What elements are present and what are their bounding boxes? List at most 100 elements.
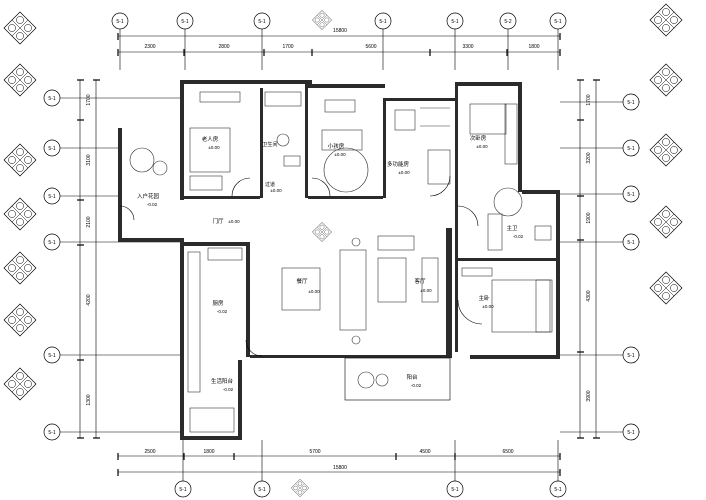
axis-bottom-1: 5-1 (174, 480, 192, 498)
dim-left-2: 3100 (86, 154, 92, 165)
room-corridor: 过道 (265, 181, 275, 188)
room-laundry: 生活阳台 (211, 377, 234, 385)
svg-text:5-1: 5-1 (627, 146, 634, 152)
room-kitchen-level: -0.02 (217, 309, 228, 314)
room-corridor-level: ±0.00 (270, 188, 282, 193)
room-living-level: ±0.00 (420, 288, 432, 293)
svg-text:5-1: 5-1 (451, 19, 458, 25)
room-balcony-level: -0.02 (411, 383, 422, 388)
room-master-bath: 主卫 (506, 224, 518, 232)
room-study: 多功能房 (387, 160, 410, 168)
room-hall: 门厅 (212, 217, 224, 225)
svg-text:5-1: 5-1 (379, 19, 386, 25)
dimension-left: 1700 3100 2100 4200 1300 (77, 79, 100, 439)
axis-right-2: 5-1 (622, 139, 640, 157)
room-bedroom-nw: 老人房 (202, 135, 219, 143)
axis-right-1: 5-1 (622, 93, 640, 111)
room-entry-level: -0.02 (147, 202, 158, 207)
room-dining-level: ±0.00 (308, 289, 320, 294)
dimension-bottom: 2500 1800 5700 4500 6500 15800 (117, 440, 561, 486)
dimension-right: 1700 3200 1900 4300 3900 (577, 79, 600, 439)
svg-text:5-1: 5-1 (627, 353, 634, 359)
walls (118, 80, 560, 440)
dim-right-5: 3900 (586, 390, 592, 401)
svg-text:5-2: 5-2 (504, 19, 511, 25)
furniture (129, 91, 553, 433)
room-bath-north: 卫生间 (262, 141, 277, 148)
dim-top-5: 3300 (462, 44, 473, 50)
dim-left-5: 1300 (86, 394, 92, 405)
axis-bottom-2: 5-1 (253, 480, 271, 498)
dim-right-2: 3200 (586, 152, 592, 163)
axis-top-6: 5-2 (499, 12, 517, 30)
axis-left-3: 5-1 (43, 187, 61, 205)
svg-text:5-1: 5-1 (258, 19, 265, 25)
svg-text:5-1: 5-1 (48, 353, 55, 359)
dim-top-3: 1700 (282, 44, 293, 50)
svg-text:5-1: 5-1 (48, 240, 55, 246)
dim-top-2: 2800 (218, 44, 229, 50)
room-dining: 餐厅 (296, 277, 308, 285)
axis-top-3: 5-1 (253, 12, 271, 30)
svg-text:5-1: 5-1 (627, 100, 634, 106)
axis-bottom-3: 5-1 (446, 480, 464, 498)
room-bedroom-ne: 次卧房 (470, 134, 487, 142)
svg-text:5-1: 5-1 (48, 146, 55, 152)
axis-bubbles-right: 5-1 5-1 5-1 5-1 5-1 5-1 (622, 93, 640, 441)
dim-right-4: 4300 (586, 290, 592, 301)
axis-left-4: 5-1 (43, 233, 61, 251)
axis-left-1: 5-1 (43, 89, 61, 107)
svg-text:5-1: 5-1 (258, 487, 265, 493)
room-kids-level: ±0.00 (334, 152, 346, 157)
dim-bottom-5: 6500 (502, 449, 513, 455)
axis-top-1: 5-1 (111, 12, 129, 30)
svg-text:5-1: 5-1 (48, 96, 55, 102)
axis-left-2: 5-1 (43, 139, 61, 157)
dim-left-4: 4200 (86, 294, 92, 305)
room-balcony: 阳台 (406, 373, 418, 381)
room-master: 主卧 (478, 294, 490, 302)
axis-right-6: 5-1 (622, 423, 640, 441)
room-kids: 小孩房 (328, 142, 345, 150)
axis-left-5: 5-1 (43, 346, 61, 364)
svg-text:5-1: 5-1 (627, 430, 634, 436)
axis-top-7: 5-1 (549, 12, 567, 30)
room-bedroom-ne-level: ±0.00 (476, 144, 488, 149)
door-swings (119, 175, 483, 357)
dim-bottom-total: 15800 (333, 465, 347, 471)
room-bedroom-nw-level: ±0.00 (208, 145, 220, 150)
axis-bubbles-bottom: 5-1 5-1 5-1 5-1 (174, 479, 567, 498)
axis-left-6: 5-1 (43, 423, 61, 441)
dim-top-1: 2300 (144, 44, 155, 50)
dim-top-6: 1800 (528, 44, 539, 50)
svg-text:5-1: 5-1 (116, 19, 123, 25)
svg-text:5-1: 5-1 (179, 487, 186, 493)
axis-top-2: 5-1 (176, 12, 194, 30)
axis-top-5: 5-1 (446, 12, 464, 30)
dim-bottom-1: 2500 (144, 449, 155, 455)
axis-right-3: 5-1 (622, 185, 640, 203)
room-kitchen: 厨房 (212, 299, 224, 307)
dim-left-1: 1700 (86, 94, 92, 105)
dim-bottom-3: 5700 (309, 449, 320, 455)
svg-text:5-1: 5-1 (627, 192, 634, 198)
axis-bottom-4: 5-1 (549, 480, 567, 498)
axis-bubbles-top: 5-1 5-1 5-1 5-1 5-1 5-2 5-1 (111, 12, 567, 30)
dim-top-total: 15800 (333, 28, 347, 34)
room-laundry-level: -0.02 (223, 387, 234, 392)
room-master-bath-level: -0.02 (513, 234, 524, 239)
dim-bottom-4: 4500 (419, 449, 430, 455)
room-study-level: ±0.00 (398, 170, 410, 175)
svg-text:5-1: 5-1 (48, 194, 55, 200)
room-master-level: ±0.00 (482, 304, 494, 309)
svg-text:5-1: 5-1 (554, 19, 561, 25)
svg-text:5-1: 5-1 (48, 430, 55, 436)
axis-top-4: 5-1 (374, 12, 392, 30)
dim-right-3: 1900 (586, 212, 592, 223)
svg-text:5-1: 5-1 (181, 19, 188, 25)
dim-bottom-2: 1800 (203, 449, 214, 455)
axis-right-5: 5-1 (622, 346, 640, 364)
svg-text:5-1: 5-1 (627, 240, 634, 246)
room-hall-level: ±0.00 (228, 219, 240, 224)
